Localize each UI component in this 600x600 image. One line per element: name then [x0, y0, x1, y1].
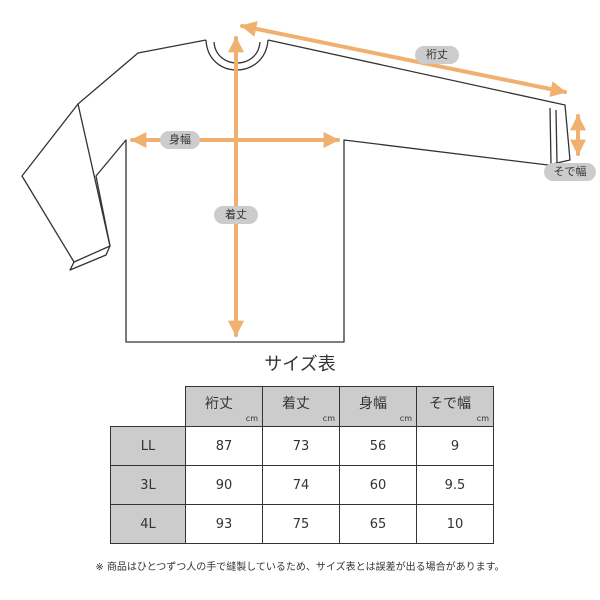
- table-cell: 74: [262, 465, 340, 505]
- column-header-label: 裄丈: [205, 396, 233, 412]
- column-header-sleeve-length: 裄丈 cm: [185, 386, 263, 427]
- table-cell: 93: [185, 504, 263, 544]
- table-cell: 75: [262, 504, 340, 544]
- column-header-body-length: 着丈 cm: [262, 386, 340, 427]
- size-table-header-row: 裄丈 cm 着丈 cm 身幅 cm そで幅 cm: [111, 386, 494, 427]
- garment-diagram: 裄丈 身幅 着丈 そで幅: [21, 21, 596, 343]
- size-table-title: サイズ表: [264, 354, 336, 375]
- unit-label: cm: [476, 414, 489, 423]
- row-header-size: LL: [110, 426, 186, 466]
- table-cell: 60: [339, 465, 417, 505]
- table-cell: 73: [262, 426, 340, 466]
- table-row: LL 87 73 56 9: [110, 426, 494, 466]
- table-cell: 9: [416, 426, 494, 466]
- column-header-label: そで幅: [429, 396, 471, 412]
- body-length-label: 着丈: [214, 206, 258, 224]
- table-cell: 10: [416, 504, 494, 544]
- shirt-body-outline: [21, 39, 571, 343]
- row-header-size: 4L: [110, 504, 186, 544]
- table-cell: 87: [185, 426, 263, 466]
- left-cuff: [69, 245, 111, 271]
- right-cuff: [549, 107, 558, 165]
- body-width-label: 身幅: [160, 131, 200, 149]
- cuff-width-label: そで幅: [544, 163, 596, 181]
- column-header-label: 身幅: [359, 396, 387, 412]
- table-cell: 65: [339, 504, 417, 544]
- row-header-size: 3L: [110, 465, 186, 505]
- size-table: 裄丈 cm 着丈 cm 身幅 cm そで幅 cm LL 87 73 56 9 3…: [110, 386, 494, 544]
- table-row: 3L 90 74 60 9.5: [110, 465, 494, 505]
- unit-label: cm: [399, 414, 412, 423]
- unit-label: cm: [245, 414, 258, 423]
- size-table-corner: [111, 387, 186, 427]
- table-row: 4L 93 75 65 10: [110, 504, 494, 544]
- column-header-body-width: 身幅 cm: [339, 386, 417, 427]
- sleeve-length-label: 裄丈: [415, 46, 459, 64]
- column-header-label: 着丈: [282, 396, 310, 412]
- unit-label: cm: [322, 414, 335, 423]
- table-cell: 90: [185, 465, 263, 505]
- shirt-outline-drawing: [21, 21, 586, 343]
- column-header-cuff-width: そで幅 cm: [416, 386, 494, 427]
- sleeve-length-arrow: [240, 21, 567, 97]
- table-cell: 9.5: [416, 465, 494, 505]
- disclaimer-note: ※ 商品はひとつずつ人の手で縫製しているため、サイズ表とは誤差が出る場合がありま…: [95, 562, 505, 573]
- table-cell: 56: [339, 426, 417, 466]
